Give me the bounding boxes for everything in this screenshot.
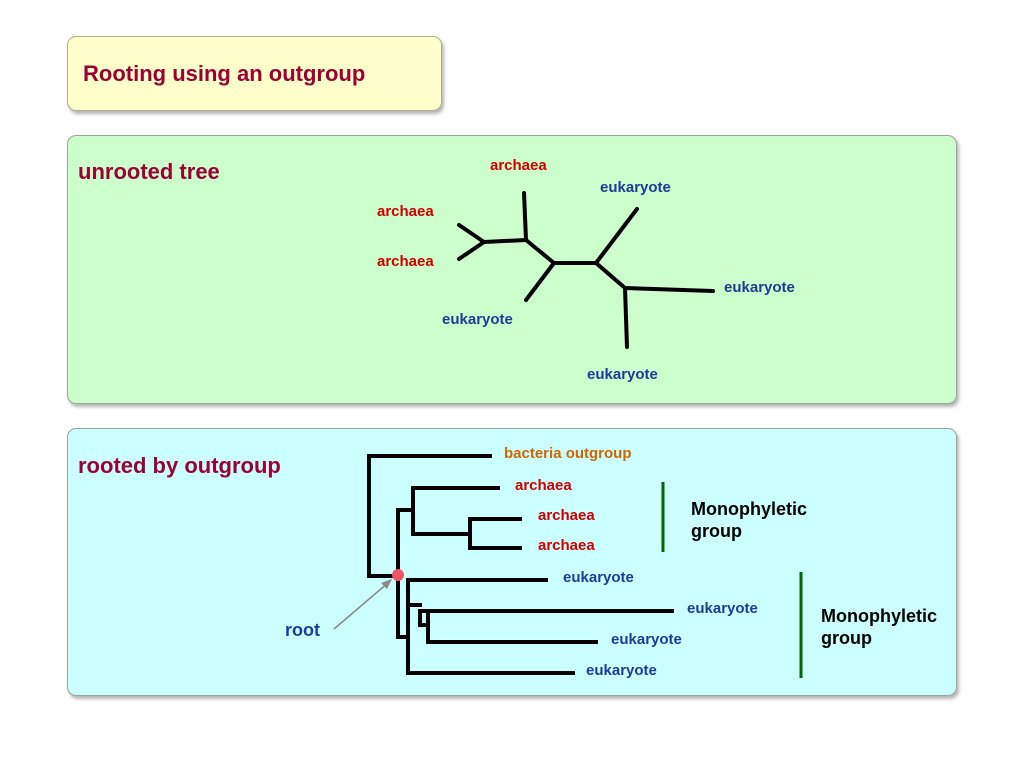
root-label: root bbox=[285, 620, 320, 640]
unrooted-branch bbox=[524, 261, 556, 302]
root-arrowhead bbox=[381, 579, 392, 589]
unrooted-branch bbox=[623, 286, 629, 349]
rooted-leaf-archaea-3: archaea bbox=[538, 537, 595, 554]
rooted-leaf-eukaryote-3: eukaryote bbox=[611, 631, 682, 648]
title-box bbox=[67, 36, 442, 111]
unrooted-branch bbox=[457, 240, 486, 261]
slide-title: Rooting using an outgroup bbox=[83, 61, 366, 86]
rooted-leaf-eukaryote-4: eukaryote bbox=[586, 662, 657, 679]
archaea-branch-1 bbox=[411, 486, 500, 536]
eukaryote-branch-3 bbox=[426, 609, 598, 644]
unrooted-leaf-eukaryote-bottom: eukaryote bbox=[587, 366, 658, 383]
unrooted-leaf-eukaryote-right: eukaryote bbox=[724, 279, 795, 296]
unrooted-branch bbox=[457, 223, 486, 244]
unrooted-branch bbox=[623, 286, 715, 293]
unrooted-branch bbox=[594, 261, 627, 290]
unrooted-leaf-archaea-top: archaea bbox=[490, 157, 547, 174]
unrooted-leaf-archaea-upper: archaea bbox=[377, 203, 434, 220]
eukaryote-branch-2 bbox=[418, 609, 674, 627]
root-dot bbox=[392, 569, 404, 581]
eukaryote-branch-1 bbox=[406, 578, 575, 675]
rooted-panel bbox=[67, 428, 957, 696]
archaea-clade-branch bbox=[396, 508, 415, 578]
root-pointer bbox=[333, 569, 404, 630]
outgroup-label: bacteria outgroup bbox=[504, 445, 632, 462]
outgroup-branch bbox=[367, 454, 492, 578]
rooted-leaf-archaea-2: archaea bbox=[538, 507, 595, 524]
unrooted-heading: unrooted tree bbox=[78, 159, 220, 184]
monophyletic-label-archaea: Monophyletic group bbox=[691, 499, 807, 541]
rooted-leaf-eukaryote-2: eukaryote bbox=[687, 600, 758, 617]
unrooted-leaf-eukaryote-top: eukaryote bbox=[600, 179, 671, 196]
unrooted-branch bbox=[522, 191, 528, 242]
rooted-leaf-eukaryote-1: eukaryote bbox=[563, 569, 634, 586]
unrooted-branch bbox=[524, 238, 556, 265]
rooted-leaf-archaea-1: archaea bbox=[515, 477, 572, 494]
unrooted-panel bbox=[67, 135, 957, 404]
unrooted-branch bbox=[594, 207, 639, 265]
unrooted-leaf-eukaryote-left: eukaryote bbox=[442, 311, 513, 328]
unrooted-tree bbox=[457, 191, 715, 349]
rooted-heading: rooted by outgroup bbox=[78, 453, 281, 478]
root-arrow bbox=[333, 581, 390, 630]
rooted-tree bbox=[367, 454, 674, 675]
eukaryote-clade-branch bbox=[396, 574, 410, 639]
unrooted-leaf-archaea-lower: archaea bbox=[377, 253, 434, 270]
unrooted-branch bbox=[482, 238, 528, 244]
monophyletic-label-eukaryote: Monophyletic group bbox=[821, 606, 937, 648]
